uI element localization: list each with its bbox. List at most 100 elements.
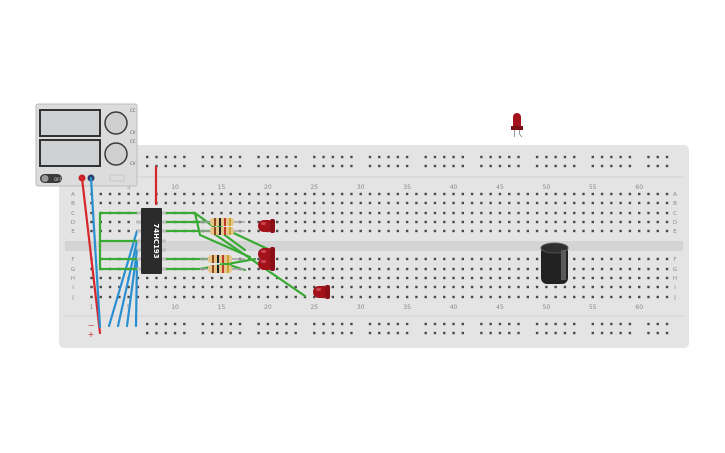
hole[interactable]	[303, 257, 307, 261]
hole[interactable]	[424, 192, 427, 196]
hole[interactable]	[350, 267, 353, 271]
hole[interactable]	[359, 201, 362, 205]
hole[interactable]	[452, 192, 455, 196]
hole[interactable]	[443, 267, 446, 271]
hole[interactable]	[619, 276, 622, 280]
wire-blue-2[interactable]	[116, 239, 139, 328]
hole[interactable]	[573, 257, 576, 261]
hole[interactable]	[378, 220, 381, 224]
hole[interactable]	[517, 267, 520, 271]
hole[interactable]	[405, 257, 409, 261]
rail-hole[interactable]	[591, 164, 594, 168]
hole[interactable]	[443, 229, 446, 233]
hole[interactable]	[665, 267, 669, 271]
hole[interactable]	[238, 285, 242, 289]
hole[interactable]	[508, 229, 511, 233]
hole[interactable]	[545, 192, 548, 196]
hole[interactable]	[600, 201, 604, 205]
hole[interactable]	[155, 285, 158, 289]
hole[interactable]	[387, 285, 390, 289]
hole[interactable]	[415, 276, 418, 280]
hole[interactable]	[340, 211, 344, 215]
wire-blue-4[interactable]	[134, 257, 139, 328]
hole[interactable]	[619, 192, 622, 196]
hole[interactable]	[220, 276, 223, 280]
rail-hole[interactable]	[424, 322, 427, 326]
rail-hole[interactable]	[387, 155, 390, 159]
rail-hole[interactable]	[285, 164, 288, 168]
hole[interactable]	[118, 276, 121, 280]
rail-hole[interactable]	[275, 331, 279, 335]
hole[interactable]	[647, 201, 650, 205]
hole[interactable]	[396, 257, 400, 261]
hole[interactable]	[238, 276, 242, 280]
hole[interactable]	[118, 220, 121, 224]
hole[interactable]	[294, 229, 297, 233]
rail-hole[interactable]	[331, 155, 335, 159]
rail-hole[interactable]	[647, 331, 650, 335]
hole[interactable]	[266, 285, 270, 289]
rail-hole[interactable]	[155, 322, 158, 326]
rail-hole[interactable]	[368, 322, 372, 326]
rail-hole[interactable]	[545, 331, 548, 335]
hole[interactable]	[443, 276, 446, 280]
hole[interactable]	[498, 267, 502, 271]
hole[interactable]	[275, 201, 279, 205]
hole[interactable]	[610, 257, 613, 261]
rail-hole[interactable]	[220, 331, 223, 335]
rail-hole[interactable]	[164, 322, 167, 326]
rail-hole[interactable]	[461, 331, 465, 335]
hole[interactable]	[610, 267, 613, 271]
hole[interactable]	[665, 257, 669, 261]
hole[interactable]	[359, 295, 362, 299]
hole[interactable]	[192, 295, 195, 299]
hole[interactable]	[470, 201, 474, 205]
rail-hole[interactable]	[545, 322, 548, 326]
hole[interactable]	[563, 295, 567, 299]
hole[interactable]	[619, 201, 622, 205]
hole[interactable]	[378, 285, 381, 289]
hole[interactable]	[210, 285, 214, 289]
hole[interactable]	[248, 276, 251, 280]
hole[interactable]	[248, 201, 251, 205]
rail-hole[interactable]	[405, 331, 409, 335]
hole[interactable]	[359, 220, 362, 224]
hole[interactable]	[433, 229, 437, 233]
hole[interactable]	[248, 229, 251, 233]
hole[interactable]	[331, 211, 335, 215]
hole[interactable]	[498, 295, 502, 299]
hole[interactable]	[470, 192, 474, 196]
hole[interactable]	[665, 285, 669, 289]
hole[interactable]	[396, 192, 400, 196]
hole[interactable]	[229, 192, 232, 196]
rail-hole[interactable]	[210, 331, 214, 335]
hole[interactable]	[313, 192, 316, 196]
rail-hole[interactable]	[647, 322, 650, 326]
hole[interactable]	[285, 220, 288, 224]
rail-hole[interactable]	[480, 155, 483, 159]
rail-hole[interactable]	[183, 155, 186, 159]
hole[interactable]	[275, 192, 279, 196]
hole[interactable]	[136, 201, 140, 205]
hole[interactable]	[294, 267, 297, 271]
rail-hole[interactable]	[229, 155, 232, 159]
rail-hole[interactable]	[378, 164, 381, 168]
hole[interactable]	[443, 295, 446, 299]
rail-hole[interactable]	[480, 322, 483, 326]
hole[interactable]	[452, 211, 455, 215]
hole[interactable]	[285, 211, 288, 215]
hole[interactable]	[368, 267, 372, 271]
rail-hole[interactable]	[396, 322, 400, 326]
hole[interactable]	[378, 276, 381, 280]
hole[interactable]	[508, 192, 511, 196]
hole[interactable]	[610, 192, 613, 196]
hole[interactable]	[628, 229, 632, 233]
rail-hole[interactable]	[350, 322, 353, 326]
hole[interactable]	[591, 220, 594, 224]
hole[interactable]	[489, 220, 492, 224]
rail-hole[interactable]	[591, 155, 594, 159]
hole[interactable]	[433, 211, 437, 215]
hole[interactable]	[248, 267, 251, 271]
hole[interactable]	[405, 276, 409, 280]
hole[interactable]	[517, 211, 520, 215]
